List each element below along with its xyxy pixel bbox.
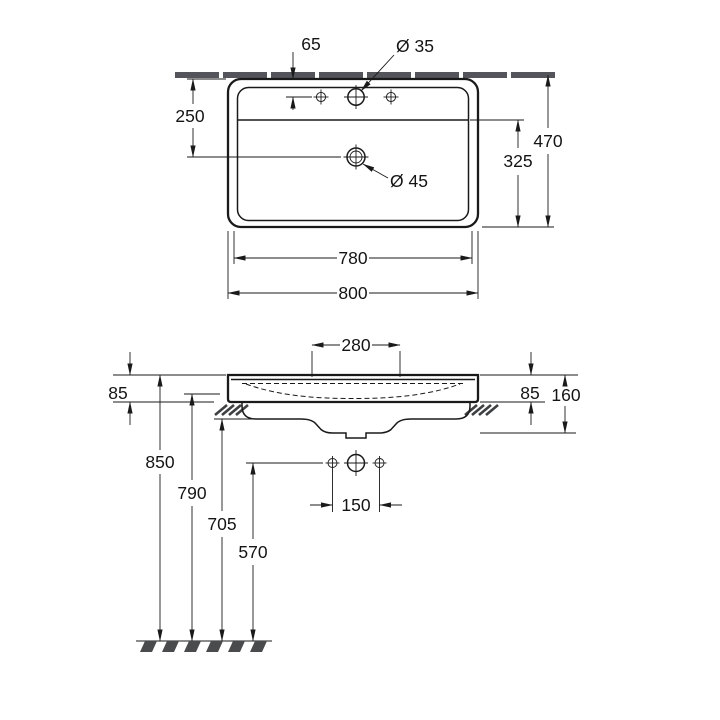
dim-705: 705 bbox=[207, 418, 237, 642]
tap-hole-left bbox=[313, 89, 329, 105]
dim-280-label: 280 bbox=[341, 335, 370, 355]
dim-280: 280 bbox=[311, 335, 401, 377]
dim-570: 570 bbox=[238, 462, 268, 642]
wall-hatch-right bbox=[464, 404, 499, 416]
drain-hole bbox=[343, 144, 369, 170]
dim-325: 325 bbox=[470, 119, 533, 228]
dim-850: 850 bbox=[145, 374, 175, 642]
dim-800: 800 bbox=[227, 231, 479, 303]
dim-325-label: 325 bbox=[503, 151, 532, 171]
dim-470-label: 470 bbox=[533, 131, 562, 151]
dim-705-label: 705 bbox=[207, 514, 236, 534]
dim-250-label: 250 bbox=[175, 106, 204, 126]
dim-160: 160 bbox=[551, 374, 581, 434]
basin-inner-rim bbox=[236, 86, 470, 222]
dim-570-label: 570 bbox=[238, 542, 267, 562]
front-view: 280 bbox=[108, 335, 581, 652]
connection-holes-detail bbox=[246, 450, 387, 476]
dim-780: 780 bbox=[233, 231, 473, 268]
dim-250: 250 bbox=[175, 78, 341, 158]
dim-dia35: Ø 35 bbox=[360, 36, 434, 92]
dim-65: 65 bbox=[286, 34, 321, 110]
basin-outer-outline bbox=[226, 77, 480, 229]
tap-hole-right bbox=[383, 89, 399, 105]
dim-780-label: 780 bbox=[338, 248, 367, 268]
hidden-bowl-contour bbox=[245, 383, 461, 400]
dim-790: 790 bbox=[177, 393, 207, 642]
dim-85-left: 85 bbox=[108, 352, 133, 425]
top-view: 65 Ø 35 250 470 325 bbox=[175, 34, 563, 303]
tap-hole-center bbox=[344, 85, 368, 109]
basin-rim-front-outline bbox=[226, 373, 480, 404]
dim-850-label: 850 bbox=[145, 452, 174, 472]
dim-800-label: 800 bbox=[338, 283, 367, 303]
dim-85-right-label: 85 bbox=[520, 383, 539, 403]
basin-underside-profile bbox=[241, 402, 471, 439]
dim-790-label: 790 bbox=[177, 483, 206, 503]
dim-160-label: 160 bbox=[551, 385, 580, 405]
dim-150-label: 150 bbox=[341, 495, 370, 515]
dim-dia45-label: Ø 45 bbox=[390, 171, 428, 191]
dim-dia35-label: Ø 35 bbox=[396, 36, 434, 56]
dim-150: 150 bbox=[310, 470, 402, 515]
floor-section bbox=[136, 640, 272, 652]
dim-dia45: Ø 45 bbox=[362, 163, 428, 191]
dim-85-left-label: 85 bbox=[108, 383, 127, 403]
dim-85-right: 85 bbox=[520, 352, 540, 425]
dim-65-label: 65 bbox=[301, 34, 320, 54]
